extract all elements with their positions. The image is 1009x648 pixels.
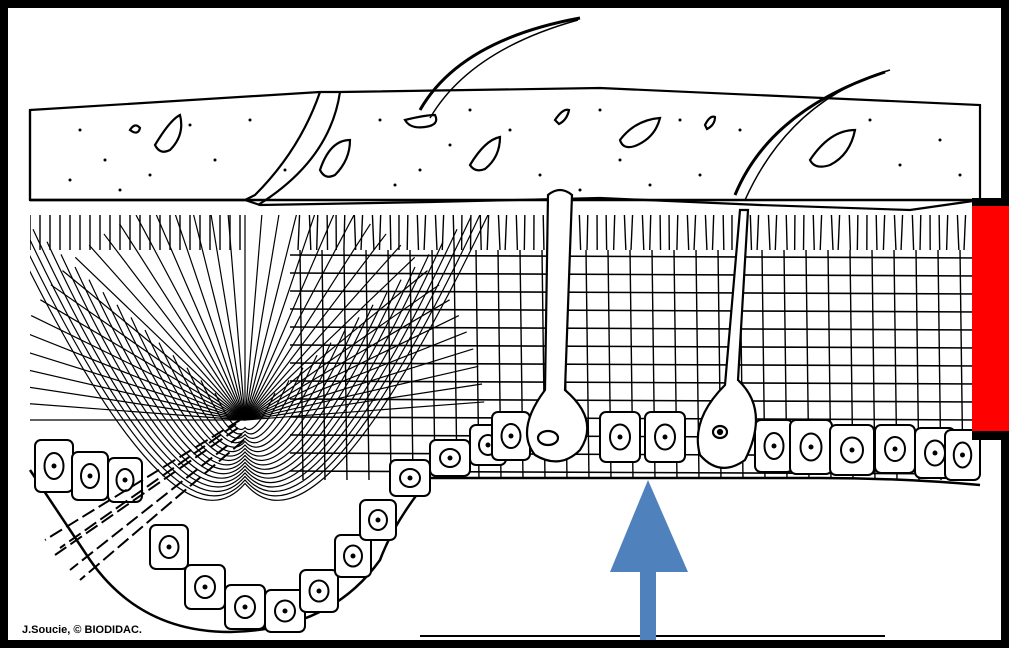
nucleolus [618,435,623,440]
nucleolus [509,434,514,439]
thickness-marker [972,198,1009,440]
nucleolus [893,447,898,452]
nucleolus [663,435,668,440]
nucleolus [376,518,381,523]
nucleolus [123,478,128,483]
nucleolus [408,476,413,481]
nucleolus [52,464,57,469]
nucleolus [167,545,172,550]
nucleolus [243,605,248,610]
nucleolus [772,444,777,449]
nucleolus [317,589,322,594]
nucleolus [933,451,938,456]
nucleolus [203,585,208,590]
nucleolus [88,474,93,479]
nucleolus [960,453,965,458]
nucleolus [850,448,855,453]
nucleolus [486,443,491,448]
nucleolus [448,456,453,461]
nucleolus [283,609,288,614]
nucleolus [351,554,356,559]
credit-text: J.Soucie, © BIODIDAC. [22,624,142,636]
nucleolus [809,445,814,450]
stratum-corneum [30,88,980,210]
